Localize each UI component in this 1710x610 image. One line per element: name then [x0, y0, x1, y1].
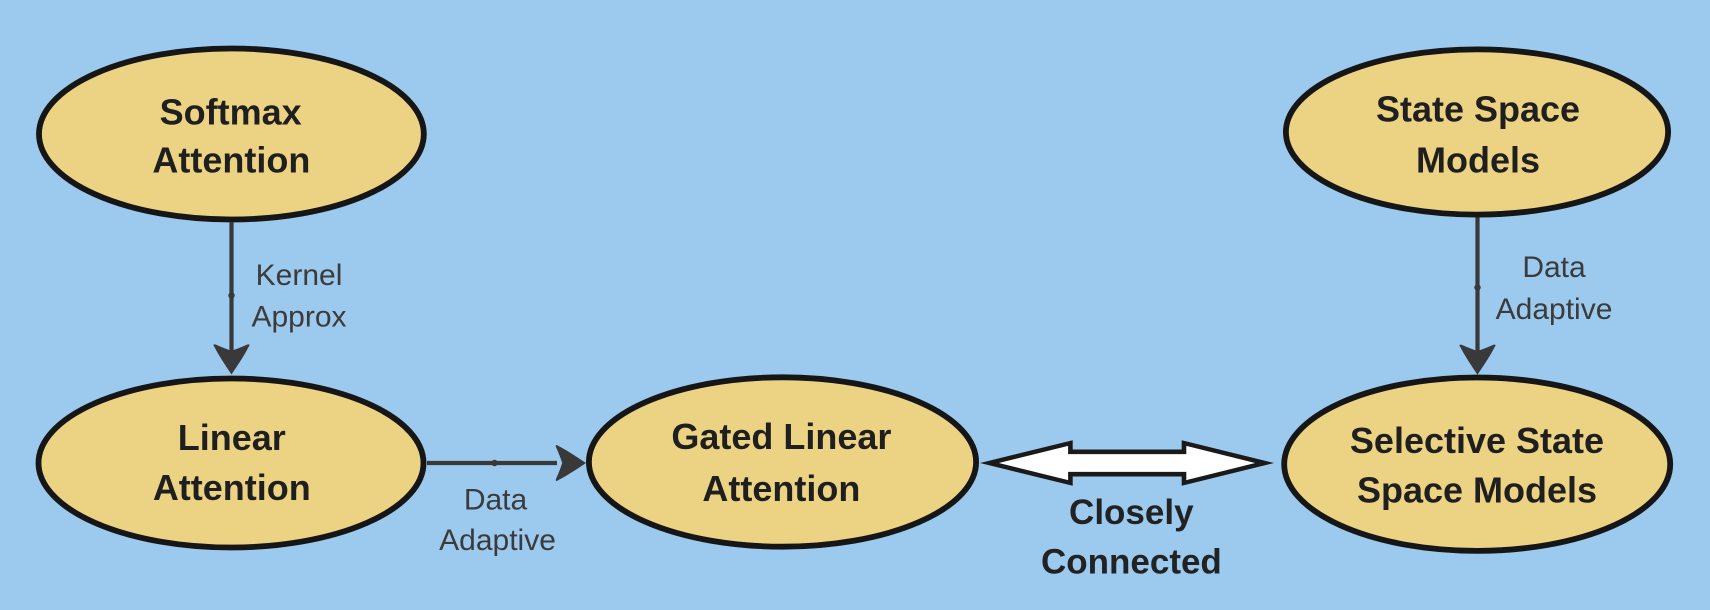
svg-text:Adaptive: Adaptive [439, 524, 556, 557]
svg-text:Space Models: Space Models [1357, 470, 1597, 511]
svg-text:Connected: Connected [1041, 542, 1222, 581]
svg-text:Data: Data [1522, 251, 1586, 284]
svg-text:Attention: Attention [153, 467, 311, 508]
svg-text:State Space: State Space [1376, 89, 1580, 130]
svg-text:Approx: Approx [251, 301, 346, 334]
svg-text:Linear: Linear [178, 417, 286, 458]
svg-text:Gated Linear: Gated Linear [671, 416, 891, 457]
svg-text:Attention: Attention [702, 468, 860, 509]
svg-text:Selective State: Selective State [1350, 420, 1604, 461]
svg-text:Adaptive: Adaptive [1496, 293, 1613, 326]
svg-text:Closely: Closely [1069, 493, 1194, 532]
svg-text:Data: Data [464, 484, 528, 517]
svg-text:Kernel: Kernel [256, 259, 343, 292]
svg-text:Softmax: Softmax [160, 91, 302, 132]
svg-text:Attention: Attention [152, 139, 310, 180]
svg-text:Models: Models [1416, 139, 1540, 180]
